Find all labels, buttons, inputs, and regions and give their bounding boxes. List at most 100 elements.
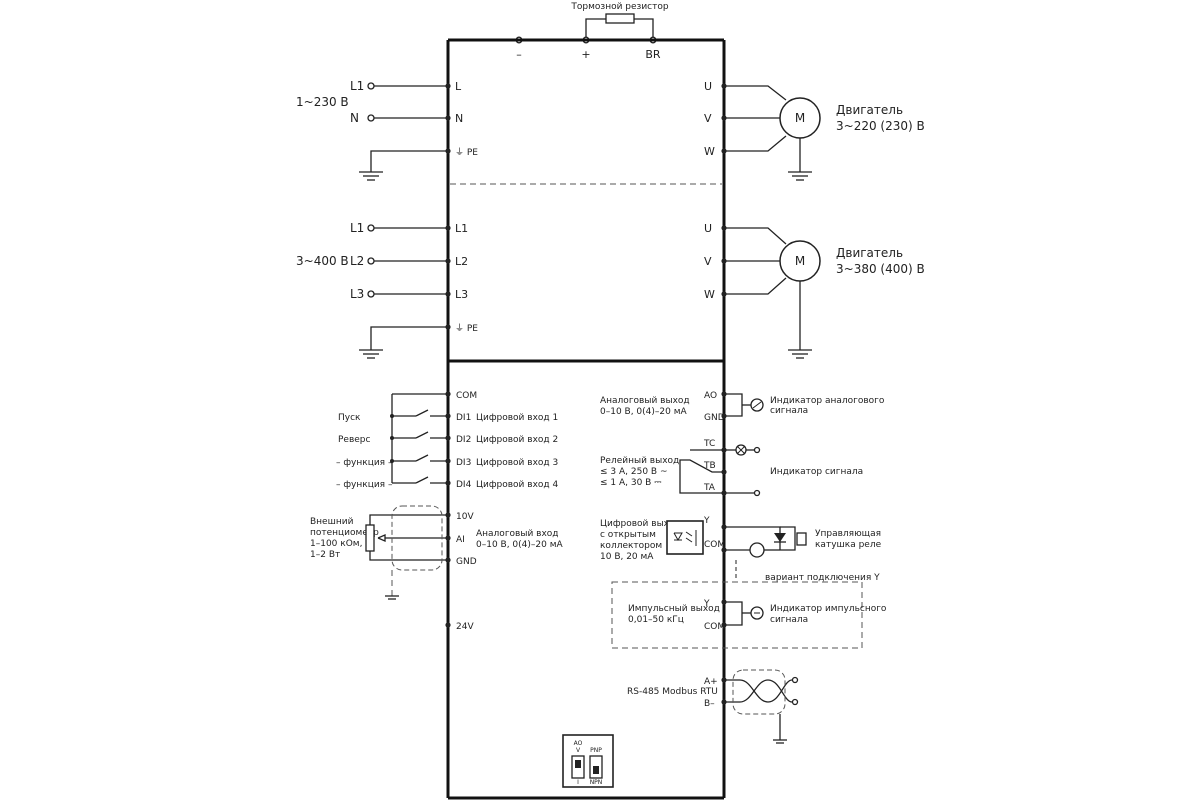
diode-icon [774, 533, 786, 542]
motor2-term-v: V [704, 255, 712, 268]
analog-out-label-1: Аналоговый выход [600, 396, 690, 406]
pot-label-2: потенциометр [310, 528, 379, 538]
term-10v: 10V [456, 512, 474, 522]
rs485: RS-485 Modbus RTU A+ B– [627, 669, 799, 744]
term-ta: TA [703, 483, 716, 493]
coil-label-1: Управляющая [815, 529, 881, 539]
term-com-pulse: COM [704, 622, 725, 632]
term-l1: L1 [455, 222, 468, 235]
motor1-term-u: U [704, 80, 712, 93]
motor2-label: Двигатель [836, 246, 903, 260]
supply3-l3: L3 [350, 287, 364, 301]
supply-three-phase: 3~400 В L1 L2 L3 L1 L2 L3 ⏚ PE [296, 221, 478, 359]
term-gnd-out: GND [704, 413, 725, 423]
supply3-l2: L2 [350, 254, 364, 268]
motor1-voltage: 3~220 (230) В [836, 119, 925, 133]
shielded-cable [391, 505, 443, 571]
dout-label-2: с открытым [600, 530, 656, 540]
dc-source-icon [749, 542, 765, 558]
term-l3: L3 [455, 288, 468, 301]
term-bminus: B– [704, 699, 715, 709]
di4-label: Цифровой вход 4 [476, 480, 558, 490]
switch-npn: NPN [590, 779, 603, 786]
term-minus: – [516, 48, 522, 61]
dout-label-4: 10 В, 20 мА [600, 552, 654, 562]
pot-label-3: 1–100 кОм, [310, 539, 362, 549]
term-pe-2: ⏚ PE [455, 323, 478, 334]
term-l2: L2 [455, 255, 468, 268]
input-func-label-1: – функция – [336, 458, 393, 468]
term-plus: + [581, 48, 590, 61]
analog-ind-label-1: Индикатор аналогового [770, 396, 885, 406]
analog-input: Внешний потенциометр 1–100 кОм, 1–2 Вт 1… [310, 505, 564, 632]
term-di2: DI2 [456, 435, 471, 445]
switch-ao: AO [574, 740, 583, 747]
switch-v: V [576, 747, 581, 754]
relay-output: Релейный выход ≤ 3 А, 250 В ~ ≤ 1 А, 30 … [600, 439, 863, 497]
supply1-voltage: 1~230 В [296, 95, 349, 109]
di1-label: Цифровой вход 1 [476, 413, 558, 423]
term-br: BR [645, 48, 661, 61]
term-tc: TC [703, 439, 715, 449]
switch-i: I [577, 779, 579, 786]
twisted-pair-shield [732, 669, 786, 715]
optocoupler [666, 520, 704, 555]
term-y-do: Y [703, 516, 710, 526]
pulse-label-2: 0,01–50 кГц [628, 615, 684, 625]
term-n: N [455, 112, 463, 125]
analog-in-label-1: Аналоговый вход [476, 529, 559, 539]
analog-output: Аналоговый выход 0–10 В, 0(4)–20 мА AO G… [600, 391, 885, 423]
relay-ind-label: Индикатор сигнала [770, 467, 863, 477]
motor2-term-w: W [704, 288, 715, 301]
term-aplus: A+ [704, 677, 718, 687]
variant-box [611, 581, 863, 649]
di3-label: Цифровой вход 3 [476, 458, 558, 468]
input-start-label: Пуск [338, 413, 361, 423]
supply3-voltage: 3~400 В [296, 254, 349, 268]
brake-resistor: Тормозной резистор – + BR [515, 2, 669, 61]
relay-label-3: ≤ 1 А, 30 В ⎓ [600, 478, 661, 488]
relay-coil [796, 532, 807, 546]
term-com: COM [456, 391, 477, 401]
term-l: L [455, 80, 462, 93]
pulse-ind-label-2: сигнала [770, 615, 808, 625]
pot-label-1: Внешний [310, 517, 354, 527]
variant-label: вариант подключения Y [765, 573, 880, 583]
term-com-do: COM [704, 540, 725, 550]
di2-label: Цифровой вход 2 [476, 435, 558, 445]
digital-output: Цифровой выход с открытым коллектором 10… [600, 516, 882, 578]
motor2-voltage: 3~380 (400) В [836, 262, 925, 276]
term-di1: DI1 [456, 413, 471, 423]
term-ai: AI [456, 535, 465, 545]
potentiometer [365, 524, 375, 552]
term-24v: 24V [456, 622, 474, 632]
motor-1: U V W M Двигатель 3~220 (230) В [704, 80, 925, 181]
brake-resistor-label: Тормозной резистор [570, 2, 668, 12]
input-func-label-2: – функция – [336, 480, 393, 490]
motor2-symbol: M [795, 254, 805, 268]
term-pe-1: ⏚ PE [455, 147, 478, 158]
dout-label-3: коллектором [600, 541, 662, 551]
supply3-l1: L1 [350, 221, 364, 235]
dout-label-1: Цифровой выход [600, 519, 681, 529]
dip-switch-block: AO V PNP I NPN [562, 734, 614, 788]
switch-pnp: PNP [590, 747, 602, 754]
term-gnd-in: GND [456, 557, 477, 567]
pulse-label-1: Импульсный выход [628, 604, 720, 614]
motor1-term-w: W [704, 145, 715, 158]
inverter-box [446, 38, 726, 800]
term-di3: DI3 [456, 458, 471, 468]
motor1-term-v: V [704, 112, 712, 125]
term-di4: DI4 [456, 480, 472, 490]
motor-2: U V W M Двигатель 3~380 (400) В [704, 222, 925, 359]
relay-label-2: ≤ 3 А, 250 В ~ [600, 467, 667, 477]
supply1-l1: L1 [350, 79, 364, 93]
term-tb: TB [703, 461, 716, 471]
term-y-pulse: Y [703, 599, 710, 609]
analog-in-label-2: 0–10 В, 0(4)–20 мА [476, 540, 564, 550]
pulse-output: вариант подключения Y Импульсный выход 0… [611, 573, 887, 649]
input-reverse-label: Реверс [338, 435, 371, 445]
rs485-label: RS-485 Modbus RTU [627, 687, 718, 697]
digital-inputs: COM Пуск DI1 Цифровой вход 1 Реверс DI2 … [336, 391, 558, 490]
